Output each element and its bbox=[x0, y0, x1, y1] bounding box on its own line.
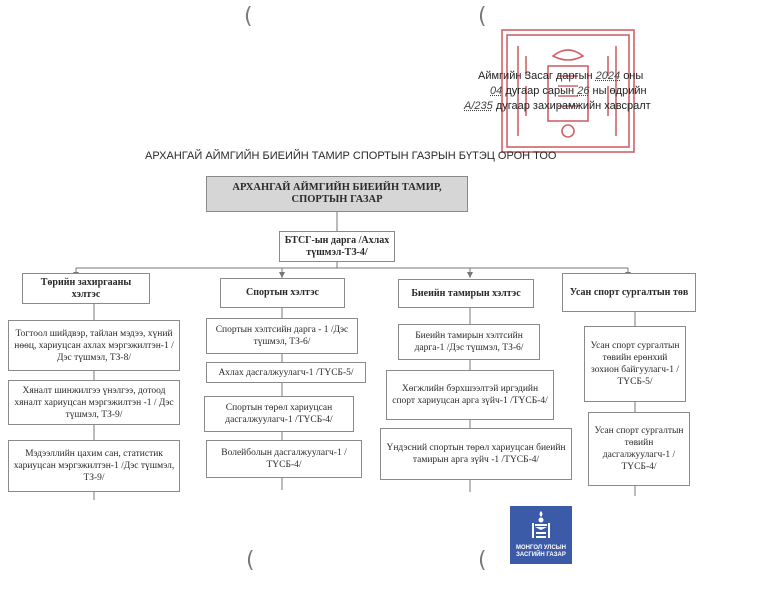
logo-text-line-2: ЗАСГИЙН ГАЗАР bbox=[516, 552, 566, 558]
position-text: Спортын хэлтсийн дарга - 1 /Дэс түшмэл, … bbox=[215, 325, 349, 347]
position-box: Тогтоол шийдвэр, тайлан мэдээ, хүний нөө… bbox=[8, 320, 180, 371]
approval-text: ны өдрийн bbox=[592, 85, 647, 97]
position-box: Усан спорт сургалтын төвийн ерөнхий зохи… bbox=[584, 326, 686, 402]
position-box: Ахлах дасгалжуулагч-1 /ТҮСБ-5/ bbox=[206, 362, 366, 383]
position-box: Үндэсний спортын төрөл хариуцсан биеийн … bbox=[380, 428, 572, 480]
approval-year-handwritten: 2024 bbox=[595, 70, 621, 82]
document-title: АРХАНГАЙ АЙМГИЙН БИЕИЙН ТАМИР СПОРТЫН ГА… bbox=[145, 150, 557, 162]
approval-day-handwritten: 26 bbox=[577, 85, 590, 97]
position-box: Спортын хэлтсийн дарга - 1 /Дэс түшмэл, … bbox=[206, 318, 358, 354]
approval-line-3: А/235 дугаар захирамжийн хавсралт bbox=[464, 100, 651, 112]
department-header-sport: Спортын хэлтэс bbox=[220, 278, 345, 308]
position-text: Ахлах дасгалжуулагч-1 /ТҮСБ-5/ bbox=[218, 367, 354, 378]
position-box: Спортын төрөл хариуцсан дасгалжуулагч-1 … bbox=[204, 396, 354, 432]
head-position-text: БТСГ-ын дарга /Ахлах түшмэл-ТЗ-4/ bbox=[284, 234, 390, 258]
org-title-box: АРХАНГАЙ АЙМГИЙН БИЕИЙН ТАМИР, СПОРТЫН Г… bbox=[206, 176, 468, 212]
position-text: Усан спорт сургалтын төвийн ерөнхий зохи… bbox=[590, 341, 680, 387]
binder-hole-mark-bottom-left: ( bbox=[246, 548, 255, 573]
approval-text: оны bbox=[623, 70, 644, 82]
binder-hole-mark-left: ( bbox=[244, 4, 253, 29]
position-text: Усан спорт сургалтын төвийн дасгалжуулаг… bbox=[594, 426, 684, 472]
org-title-text: АРХАНГАЙ АЙМГИЙН БИЕИЙН ТАМИР, СПОРТЫН Г… bbox=[232, 182, 442, 205]
approval-text: дугаар захирамжийн хавсралт bbox=[495, 100, 651, 112]
approval-text: дугаар сарын bbox=[505, 85, 575, 97]
binder-hole-mark-right: ( bbox=[478, 4, 487, 29]
position-text: Волейболын дасгалжуулагч-1 /ТҮСБ-4/ bbox=[221, 448, 347, 470]
position-box: Усан спорт сургалтын төвийн дасгалжуулаг… bbox=[588, 412, 690, 486]
approval-number-handwritten: А/235 bbox=[464, 100, 493, 112]
approval-text: Аймгийн Засаг даргын bbox=[478, 70, 593, 82]
head-position-box: БТСГ-ын дарга /Ахлах түшмэл-ТЗ-4/ bbox=[279, 231, 395, 262]
binder-hole-mark-bottom-right: ( bbox=[478, 548, 487, 573]
logo-text-line-1: МОНГОЛ УЛСЫН bbox=[516, 545, 566, 551]
approval-month-handwritten: 04 bbox=[490, 85, 503, 97]
department-header-text: Төрийн захиргааны хэлтэс bbox=[40, 276, 132, 300]
position-text: Тогтоол шийдвэр, тайлан мэдээ, хүний нөө… bbox=[14, 328, 174, 363]
position-text: Үндэсний спортын төрөл хариуцсан биеийн … bbox=[386, 443, 566, 465]
position-text: Биеийн тамирын хэлтсийн дарга-1 /Дэс түш… bbox=[414, 331, 524, 353]
department-header-physical-education: Биеийн тамирын хэлтэс bbox=[398, 279, 534, 308]
department-header-text: Биеийн тамирын хэлтэс bbox=[411, 287, 521, 299]
position-text: Мэдээллийн цахим сан, статистик хариуцса… bbox=[13, 449, 175, 483]
position-text: Хөгжлийн бэрхшээлтэй иргэдийн спорт хари… bbox=[392, 384, 548, 406]
position-box: Волейболын дасгалжуулагч-1 /ТҮСБ-4/ bbox=[206, 440, 362, 478]
department-header-swimming-center: Усан спорт сургалтын төв bbox=[562, 273, 696, 312]
position-box: Хөгжлийн бэрхшээлтэй иргэдийн спорт хари… bbox=[386, 370, 554, 420]
approval-line-2: 04 дугаар сарын 26 ны өдрийн bbox=[490, 85, 647, 97]
government-logo: МОНГОЛ УЛСЫН ЗАСГИЙН ГАЗАР bbox=[510, 506, 572, 564]
position-text: Хяналт шинжилгээ үнэлгээ, дотоод хяналт … bbox=[14, 385, 174, 420]
official-stamp bbox=[498, 26, 638, 156]
position-box: Мэдээллийн цахим сан, статистик хариуцса… bbox=[8, 440, 180, 492]
department-header-admin: Төрийн захиргааны хэлтэс bbox=[22, 273, 150, 304]
position-box: Хяналт шинжилгээ үнэлгээ, дотоод хяналт … bbox=[8, 380, 180, 425]
department-header-text: Усан спорт сургалтын төв bbox=[569, 286, 689, 298]
department-header-text: Спортын хэлтэс bbox=[246, 287, 319, 298]
approval-line-1: Аймгийн Засаг даргын 2024 оны bbox=[478, 70, 643, 82]
position-text: Спортын төрөл хариуцсан дасгалжуулагч-1 … bbox=[225, 403, 333, 425]
position-box: Биеийн тамирын хэлтсийн дарга-1 /Дэс түш… bbox=[398, 324, 540, 360]
soyombo-icon bbox=[532, 511, 550, 538]
